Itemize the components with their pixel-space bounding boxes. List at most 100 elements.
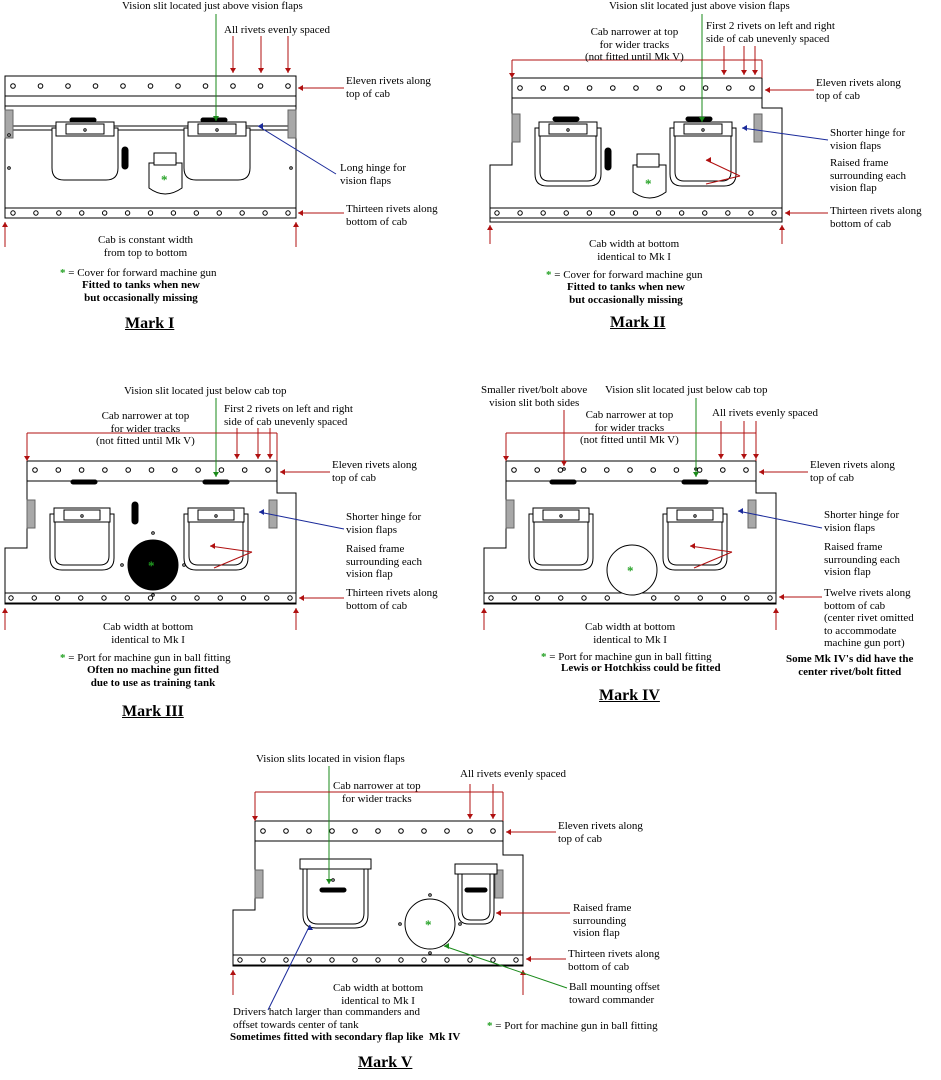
mk5-title: Mark V xyxy=(358,1054,413,1071)
mk2-cab-outline xyxy=(489,77,783,223)
mk3-bottom-rivet xyxy=(194,595,200,601)
mk5-bottom-rivet xyxy=(352,957,358,963)
mk4-note: Lewis or Hotchkiss could be fitted xyxy=(561,662,721,674)
mk4-some-note: Some Mk IV's did have the center rivet/b… xyxy=(786,653,914,678)
mk3-top-rivet xyxy=(195,467,201,473)
flap-handle xyxy=(676,509,714,521)
arrow-head xyxy=(503,456,509,461)
mk2-eleven-rivets-label: Eleven rivets along top of cab xyxy=(816,77,901,102)
arrow-head xyxy=(487,225,493,230)
mk2-bottom-rivet xyxy=(655,210,662,216)
mk3-bottom-rivet xyxy=(31,595,37,601)
star-icon: * xyxy=(148,558,155,573)
mk1-bottom-rivet xyxy=(10,210,16,216)
arrow-head xyxy=(721,70,727,75)
mk4-top-rivet xyxy=(580,467,587,473)
mk4-top-rivet xyxy=(604,467,610,473)
raised-frame xyxy=(533,517,589,566)
flap-handle xyxy=(197,123,237,135)
mk4-top-rivet xyxy=(696,467,703,473)
arrow-line xyxy=(443,945,568,989)
mk1-top-rivet xyxy=(175,83,181,89)
mk3-note: Often no machine gun fitted due to use a… xyxy=(87,664,219,689)
arrow-head xyxy=(699,117,705,122)
circle xyxy=(151,531,155,535)
raised-frame xyxy=(54,517,110,566)
mk2-title: Mark II xyxy=(610,314,666,331)
mk4-top-rivet xyxy=(673,467,680,473)
mk1-bottom-rivet xyxy=(79,210,85,216)
circle xyxy=(428,951,432,955)
raised-frame xyxy=(188,517,244,566)
arrow-head xyxy=(210,543,215,549)
mk1-bottom-rivet xyxy=(170,210,177,216)
mk4-bottom-rivet xyxy=(511,595,517,601)
arrow-head xyxy=(690,543,695,549)
mk2-bottom-rivet xyxy=(609,210,616,216)
mk5-bottom-rivet xyxy=(398,957,404,963)
mk2-top-rivet xyxy=(586,85,593,91)
mk5-drivers-hatch-label: Drivers hatch larger than commanders and… xyxy=(233,1006,421,1031)
flap-handle xyxy=(197,509,235,521)
arrow-head xyxy=(234,454,240,459)
mk1-top-rivet xyxy=(147,83,154,89)
mk1-top-rivet xyxy=(120,83,126,89)
arrow-head xyxy=(230,970,236,975)
mk2-raised-frame-label: Raised frame surrounding each vision fla… xyxy=(830,157,907,194)
mk4-ball-port xyxy=(606,544,658,596)
arrow-head xyxy=(490,814,496,819)
mk3-thirteen-rivets-label: Thirteen rivets along bottom of cab xyxy=(346,587,438,612)
mk1-top-rivet xyxy=(10,83,16,89)
mk3-flap-left xyxy=(49,513,115,571)
mk2-top-rivet xyxy=(679,85,686,91)
mk3-bottom-rivet xyxy=(54,595,61,601)
mk2-bottom-rivet xyxy=(702,210,708,216)
mk5-rivets-spaced-label: All rivets evenly spaced xyxy=(460,768,566,780)
mk1-bottom-rivet xyxy=(285,210,291,216)
flap-handle xyxy=(65,123,105,135)
mk1-top-rivet xyxy=(230,83,236,89)
mk5-top-rivet xyxy=(260,828,266,834)
circle xyxy=(289,166,293,170)
mk2-vision-slit-label: Vision slit located just above vision fl… xyxy=(609,0,790,12)
mk3-top-rivet xyxy=(241,467,248,473)
mk1-top-rivet xyxy=(285,83,291,89)
mk2-gun-cover-top xyxy=(636,153,660,168)
mk4-top-rivet xyxy=(511,467,517,473)
flap-handle xyxy=(542,509,580,521)
mk4-bottom-rivet xyxy=(604,595,610,601)
mk5-bottom-rivet xyxy=(283,957,289,963)
mk3-top-rivet xyxy=(125,467,131,473)
mk5-vision-slits-label: Vision slits located in vision flaps xyxy=(256,753,405,765)
vision-slit xyxy=(202,479,230,485)
mk5-top-rivet xyxy=(352,828,358,834)
raised-frame xyxy=(539,131,597,182)
mk4-vision-slit-label: Vision slit located just below cab top xyxy=(605,384,768,396)
mk3-gun-legend-text: = Port for machine gun in ball fitting xyxy=(68,652,231,664)
mk3-raised-frame-label: Raised frame surrounding each vision fla… xyxy=(346,543,423,580)
circle xyxy=(7,166,11,170)
mk5-ball-port xyxy=(404,898,456,950)
mk1-bottom-rivet xyxy=(216,210,222,216)
mk1-long-hinge-label: Long hinge for vision flaps xyxy=(340,162,406,187)
arrow-head xyxy=(230,68,236,73)
mk4-top-rivet xyxy=(627,467,633,473)
mk4-raised-frame-label: Raised frame surrounding each vision fla… xyxy=(824,541,901,578)
mk4-gun-legend: * = Port for machine gun in ball fitting xyxy=(541,651,712,664)
mk1-port-slot xyxy=(121,146,129,170)
mk3-top-rivet xyxy=(55,467,62,473)
mk2-top-rivet xyxy=(610,85,616,91)
vision-slit xyxy=(681,479,709,485)
mk5-commander-hatch xyxy=(457,868,495,925)
arrow-head xyxy=(267,454,273,459)
mk3-bottom-rivet xyxy=(171,595,177,601)
mk3-top-rivet xyxy=(218,467,225,473)
mk1-bottom-rivet xyxy=(56,210,62,216)
mk2-top-rivet xyxy=(702,85,709,91)
line xyxy=(705,159,741,177)
mk2-cab-width-label: Cab width at bottom identical to Mk I xyxy=(589,238,680,263)
mk4-smaller-rivet-label: Smaller rivet/bolt above vision slit bot… xyxy=(481,384,588,409)
mk5-bottom-rivet xyxy=(306,957,312,963)
circle xyxy=(151,593,155,597)
